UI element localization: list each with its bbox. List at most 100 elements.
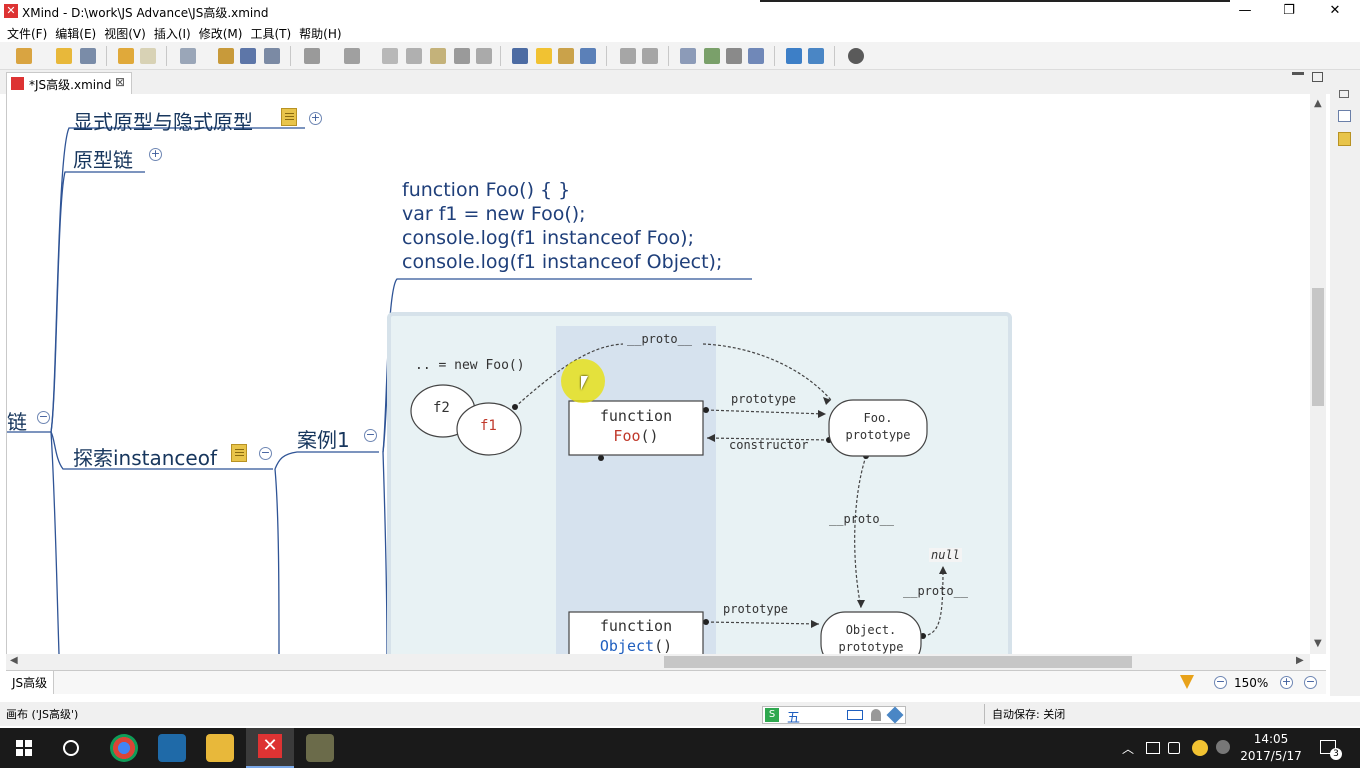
topic-case-1[interactable]: 案例1 [297, 428, 350, 452]
undo-icon[interactable] [118, 48, 134, 64]
scroll-left-icon[interactable]: ◀ [10, 655, 18, 666]
share-icon[interactable] [808, 48, 824, 64]
notes-view-icon[interactable] [1338, 132, 1351, 146]
windows-start-icon[interactable] [16, 740, 32, 756]
tab-js-advanced[interactable]: *JS高级.xmind ⊠ [6, 72, 132, 94]
keyboard-icon[interactable] [847, 710, 863, 720]
marker-icon[interactable] [454, 48, 470, 64]
filter-icon[interactable] [1180, 675, 1194, 689]
topic-icon[interactable] [180, 48, 196, 64]
topic-prototype-chain[interactable]: 原型链 [73, 148, 133, 172]
chevron-up-icon[interactable]: ︿ [1122, 742, 1135, 756]
menu-modify[interactable]: 修改(M) [198, 27, 243, 41]
zoom-out-icon[interactable]: − [1214, 675, 1227, 689]
vertical-scrollbar[interactable]: ▲ ▼ [1310, 94, 1326, 654]
relationship-icon[interactable] [264, 48, 280, 64]
toolbar-separator [106, 46, 107, 66]
scroll-down-icon[interactable]: ▼ [1314, 638, 1322, 649]
weather-icon[interactable] [1192, 740, 1208, 756]
menu-edit[interactable]: 编辑(E) [55, 27, 97, 41]
properties-icon[interactable] [680, 48, 696, 64]
prototype-diagram-image[interactable]: .. = new Foo() f2 f1 __proto__ function … [387, 312, 1012, 654]
sheet-tab[interactable]: JS高级 [6, 671, 55, 694]
tab-close-icon[interactable]: ⊠ [115, 75, 126, 89]
task-icon[interactable] [580, 48, 596, 64]
code-topic[interactable]: function Foo() { } var f1 = new Foo(); c… [402, 178, 722, 274]
note-icon[interactable] [430, 48, 446, 64]
horizontal-scrollbar[interactable]: ◀ ▶ [6, 654, 1310, 670]
image-icon[interactable] [344, 48, 360, 64]
volume-icon[interactable] [1168, 742, 1180, 754]
menu-tools[interactable]: 工具(T) [250, 27, 292, 41]
menu-insert[interactable]: 插入(I) [153, 27, 191, 41]
chrome-icon[interactable] [110, 734, 138, 762]
webstorm-icon[interactable] [158, 734, 186, 762]
subtopic-icon[interactable] [218, 48, 234, 64]
parens: () [654, 637, 673, 654]
search-icon[interactable] [63, 740, 79, 756]
prototype-label-2: prototype [723, 602, 789, 616]
format-painter-icon[interactable] [620, 48, 636, 64]
system-clock[interactable]: 14:05 2017/5/17 [1240, 731, 1302, 765]
hyperlink-icon[interactable] [476, 48, 492, 64]
scroll-up-icon[interactable]: ▲ [1314, 98, 1322, 109]
attachment-icon[interactable] [382, 48, 398, 64]
xmind-taskbar-item[interactable]: ✕ [246, 728, 294, 768]
ime-toolbar[interactable]: S 五 [762, 706, 906, 726]
status-icon[interactable] [1216, 740, 1230, 754]
gantt-icon[interactable] [558, 48, 574, 64]
expand-icon[interactable]: + [309, 111, 322, 125]
upload-icon[interactable] [786, 48, 802, 64]
app-icon[interactable] [306, 734, 334, 762]
menu-view[interactable]: 视图(V) [104, 27, 146, 41]
zoom-in-icon[interactable]: + [1280, 675, 1293, 689]
collapse-icon[interactable]: − [259, 446, 272, 460]
lightbulb-icon[interactable] [536, 48, 552, 64]
foo-proto-line: Foo. [863, 411, 893, 425]
topic-explore-instanceof[interactable]: 探索instanceof [73, 446, 218, 470]
open-folder-icon[interactable] [56, 48, 72, 64]
code-line: console.log(f1 instanceof Foo); [402, 227, 694, 249]
outline-view-icon[interactable] [1338, 110, 1351, 122]
expand-icon[interactable]: + [149, 147, 162, 161]
collapse-icon[interactable]: − [364, 428, 377, 442]
foo-prototype-box: Foo. prototype [829, 410, 927, 444]
presentation-icon[interactable] [304, 48, 320, 64]
collapse-icon[interactable]: − [37, 410, 50, 424]
ime-mode[interactable]: 五 [787, 711, 801, 726]
wrench-icon[interactable] [886, 706, 904, 724]
search-icon[interactable] [748, 48, 764, 64]
save-icon[interactable] [80, 48, 96, 64]
label-icon[interactable] [406, 48, 422, 64]
mindmap-canvas[interactable]: 显式原型与隐式原型 + 原型链 + 链 − 探索instanceof − 案例1… [6, 94, 1310, 654]
gear-icon[interactable] [848, 48, 864, 64]
boundary-icon[interactable] [240, 48, 256, 64]
title-divider [760, 0, 1230, 2]
home-icon[interactable] [642, 48, 658, 64]
overview-icon[interactable] [704, 48, 720, 64]
editor-minimize-icon[interactable] [1292, 72, 1304, 75]
clock-icon[interactable] [726, 48, 742, 64]
menu-file[interactable]: 文件(F) [7, 27, 48, 41]
redo-icon[interactable] [140, 48, 156, 64]
topic-explicit-implicit-prototype[interactable]: 显式原型与隐式原型 [73, 110, 253, 134]
restore-icon[interactable] [1339, 90, 1349, 98]
editor-maximize-icon[interactable] [1312, 72, 1323, 82]
fit-icon[interactable]: − [1304, 675, 1317, 689]
close-button[interactable]: ✕ [1329, 3, 1341, 18]
topic-chain-cut[interactable]: 链 [7, 410, 27, 434]
note-icon[interactable] [231, 444, 247, 462]
minimize-button[interactable]: — [1238, 3, 1252, 18]
scroll-thumb[interactable] [1312, 288, 1324, 406]
network-icon[interactable] [1146, 742, 1160, 754]
scroll-thumb[interactable] [664, 656, 1132, 668]
menu-help[interactable]: 帮助(H) [299, 27, 342, 41]
note-icon[interactable] [281, 108, 297, 126]
user-icon[interactable] [871, 709, 881, 721]
new-file-icon[interactable] [16, 48, 32, 64]
file-explorer-icon[interactable] [206, 734, 234, 762]
outline-icon[interactable] [512, 48, 528, 64]
notification-icon[interactable] [1320, 740, 1336, 754]
maximize-button[interactable]: ❐ [1283, 3, 1295, 18]
scroll-right-icon[interactable]: ▶ [1296, 655, 1304, 666]
